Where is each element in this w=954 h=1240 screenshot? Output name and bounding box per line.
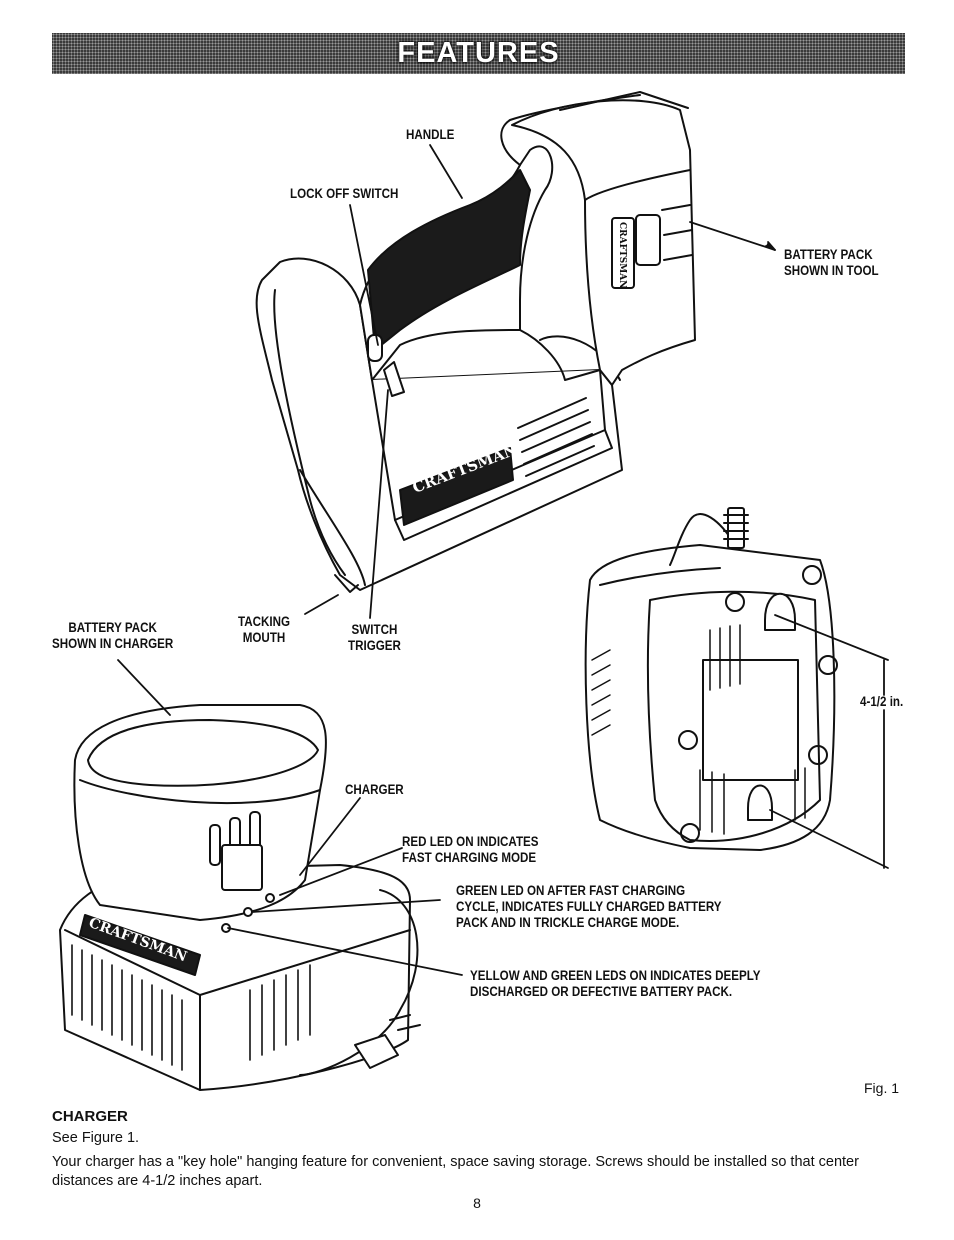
stapler-illustration (255, 91, 696, 593)
label-green-led: GREEN LED ON AFTER FAST CHARGING CYCLE, … (456, 883, 722, 930)
charger-battery-pack (73, 704, 327, 921)
label-lock-off-switch: LOCK OFF SWITCH (290, 186, 399, 201)
label-battery-pack-tool: BATTERY PACK SHOWN IN TOOL (784, 247, 879, 278)
green-led (243, 907, 253, 917)
charger-illustration (59, 704, 421, 1091)
charger-logo-plate (79, 914, 201, 976)
section-heading: CHARGER (52, 1108, 128, 1125)
leader-lines (117, 144, 889, 976)
features-banner: FEATURES (52, 33, 905, 74)
label-switch-trigger: SWITCH TRIGGER (348, 622, 401, 653)
label-handle: HANDLE (406, 127, 455, 142)
label-tacking-mouth: TACKING MOUTH (238, 614, 291, 645)
label-yellow-green-led: YELLOW AND GREEN LEDS ON INDICATES DEEPL… (470, 968, 761, 999)
charger-back-illustration (584, 507, 838, 851)
banner-title: FEATURES (397, 37, 560, 69)
label-red-led: RED LED ON INDICATES FAST CHARGING MODE (402, 834, 539, 865)
features-figure (59, 91, 889, 1091)
body-paragraph: Your charger has a "key hole" hanging fe… (52, 1154, 859, 1189)
battery-brand-text: CRAFTSMAN (617, 222, 627, 289)
lock-off-switch (367, 334, 383, 362)
see-figure-text: See Figure 1. (52, 1130, 140, 1146)
figure-caption: Fig. 1 (864, 1080, 900, 1096)
red-led (265, 893, 275, 903)
trigger (383, 361, 405, 397)
label-battery-pack-charger: BATTERY PACK SHOWN IN CHARGER (52, 620, 174, 651)
plug (354, 1034, 399, 1069)
label-charger: CHARGER (345, 782, 404, 797)
tool-logo-plate (399, 447, 514, 526)
handle-grip (367, 169, 531, 351)
keyhole-top (764, 592, 796, 631)
keyhole-bottom (747, 784, 773, 821)
tool-battery-pack (511, 99, 696, 386)
label-dimension: 4-1/2 in. (860, 694, 904, 709)
page-number: 8 (473, 1195, 481, 1211)
